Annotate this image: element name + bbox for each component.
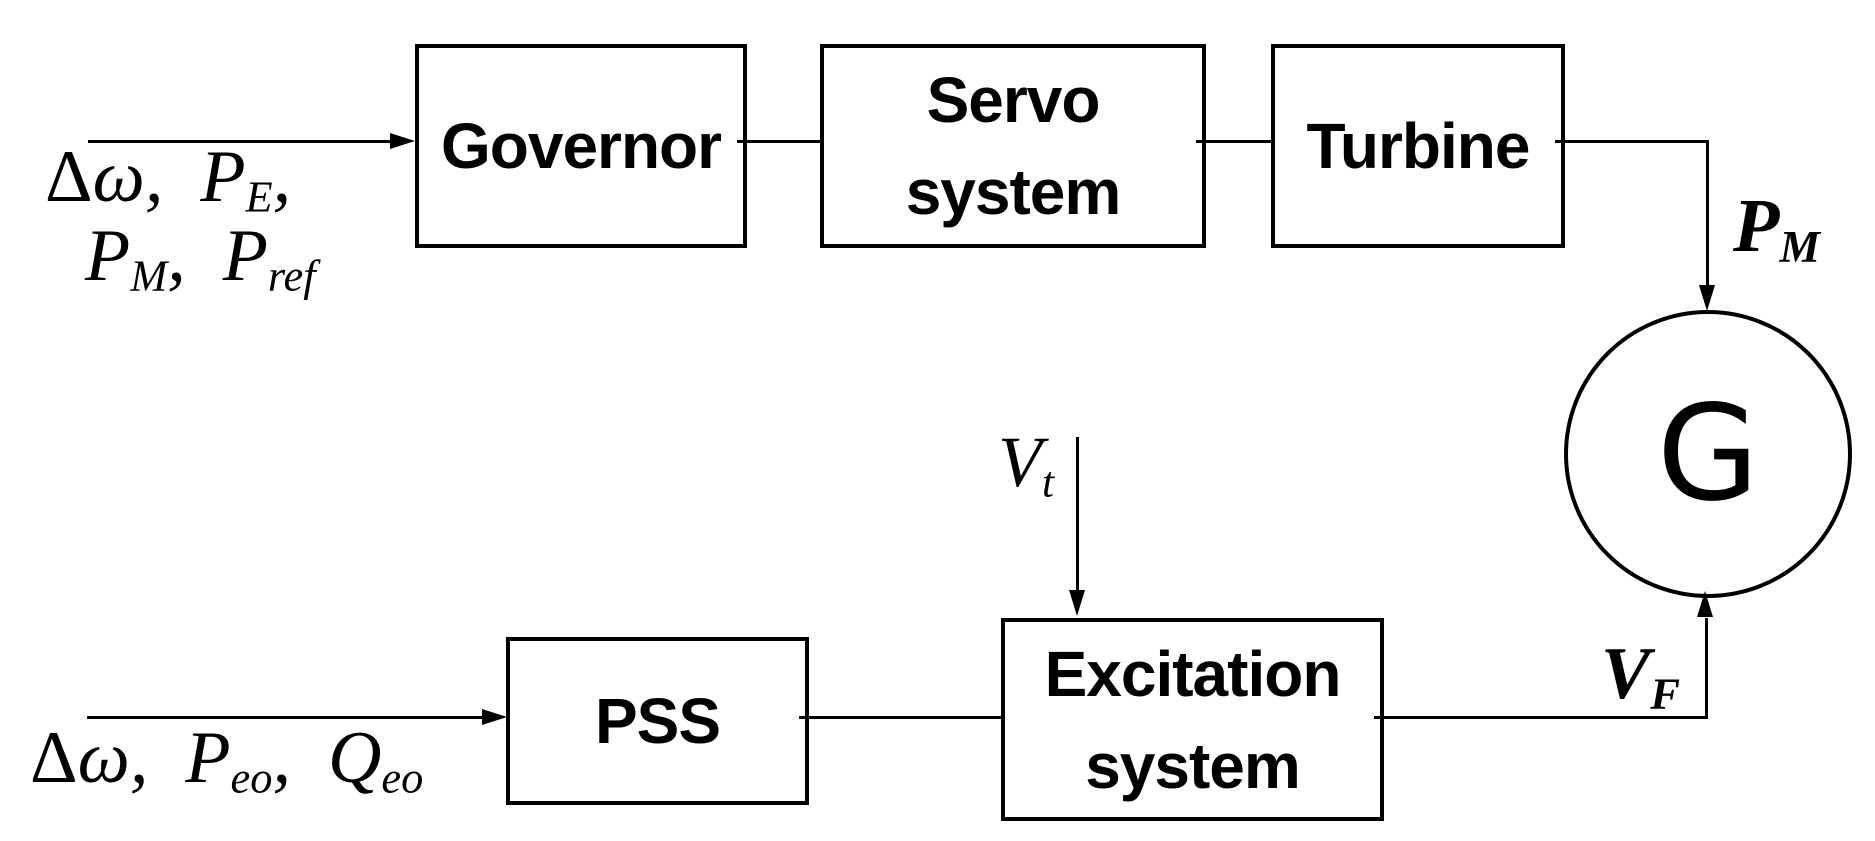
block-governor-label: Governor: [440, 110, 722, 182]
block-excitation-label-line1: Excitation: [1044, 637, 1342, 710]
block-excitation-system: Excitation system: [1001, 618, 1384, 821]
label-terminal-voltage: Vt: [998, 422, 1054, 507]
label-field-voltage: VF: [1601, 633, 1680, 719]
block-servo-system: Servo system: [820, 44, 1206, 248]
block-turbine-label: Turbine: [1306, 110, 1531, 182]
block-governor: Governor: [415, 44, 747, 248]
terminal-voltage-line: [1076, 437, 1079, 592]
pss-to-excitation-line: [799, 716, 1003, 719]
field-voltage-arrowhead-icon: [1697, 591, 1713, 617]
block-excitation-label-line2: system: [1085, 729, 1301, 802]
servo-to-turbine-line: [1196, 140, 1275, 143]
governor-input-line: [88, 140, 390, 143]
block-servo-label-line2: system: [905, 156, 1122, 228]
mechanical-power-arrowhead-icon: [1699, 285, 1715, 311]
block-servo-label-line1: Servo: [926, 64, 1101, 136]
label-governor-inputs-line2: PM, Pref: [85, 215, 316, 301]
excitation-output-line-vertical: [1705, 618, 1708, 719]
turbine-output-line-vertical: [1706, 140, 1709, 287]
label-pss-inputs: Δω, Peo, Qeo: [30, 717, 424, 803]
generator-label: G: [1656, 377, 1760, 531]
generator-circle: G: [1564, 310, 1852, 598]
turbine-output-line-horizontal: [1555, 140, 1708, 143]
block-pss-label: PSS: [594, 685, 721, 757]
label-mechanical-power: PM: [1733, 184, 1820, 272]
terminal-voltage-arrowhead-icon: [1069, 590, 1085, 616]
block-pss: PSS: [506, 637, 809, 805]
governor-to-servo-line: [737, 140, 824, 143]
pss-input-line: [87, 716, 483, 719]
pss-input-arrowhead-icon: [482, 709, 507, 725]
governor-input-arrowhead-icon: [390, 133, 415, 149]
label-governor-inputs-line1: Δω, PE,: [45, 136, 292, 222]
block-turbine: Turbine: [1271, 44, 1565, 248]
excitation-output-line-horizontal: [1374, 716, 1708, 719]
